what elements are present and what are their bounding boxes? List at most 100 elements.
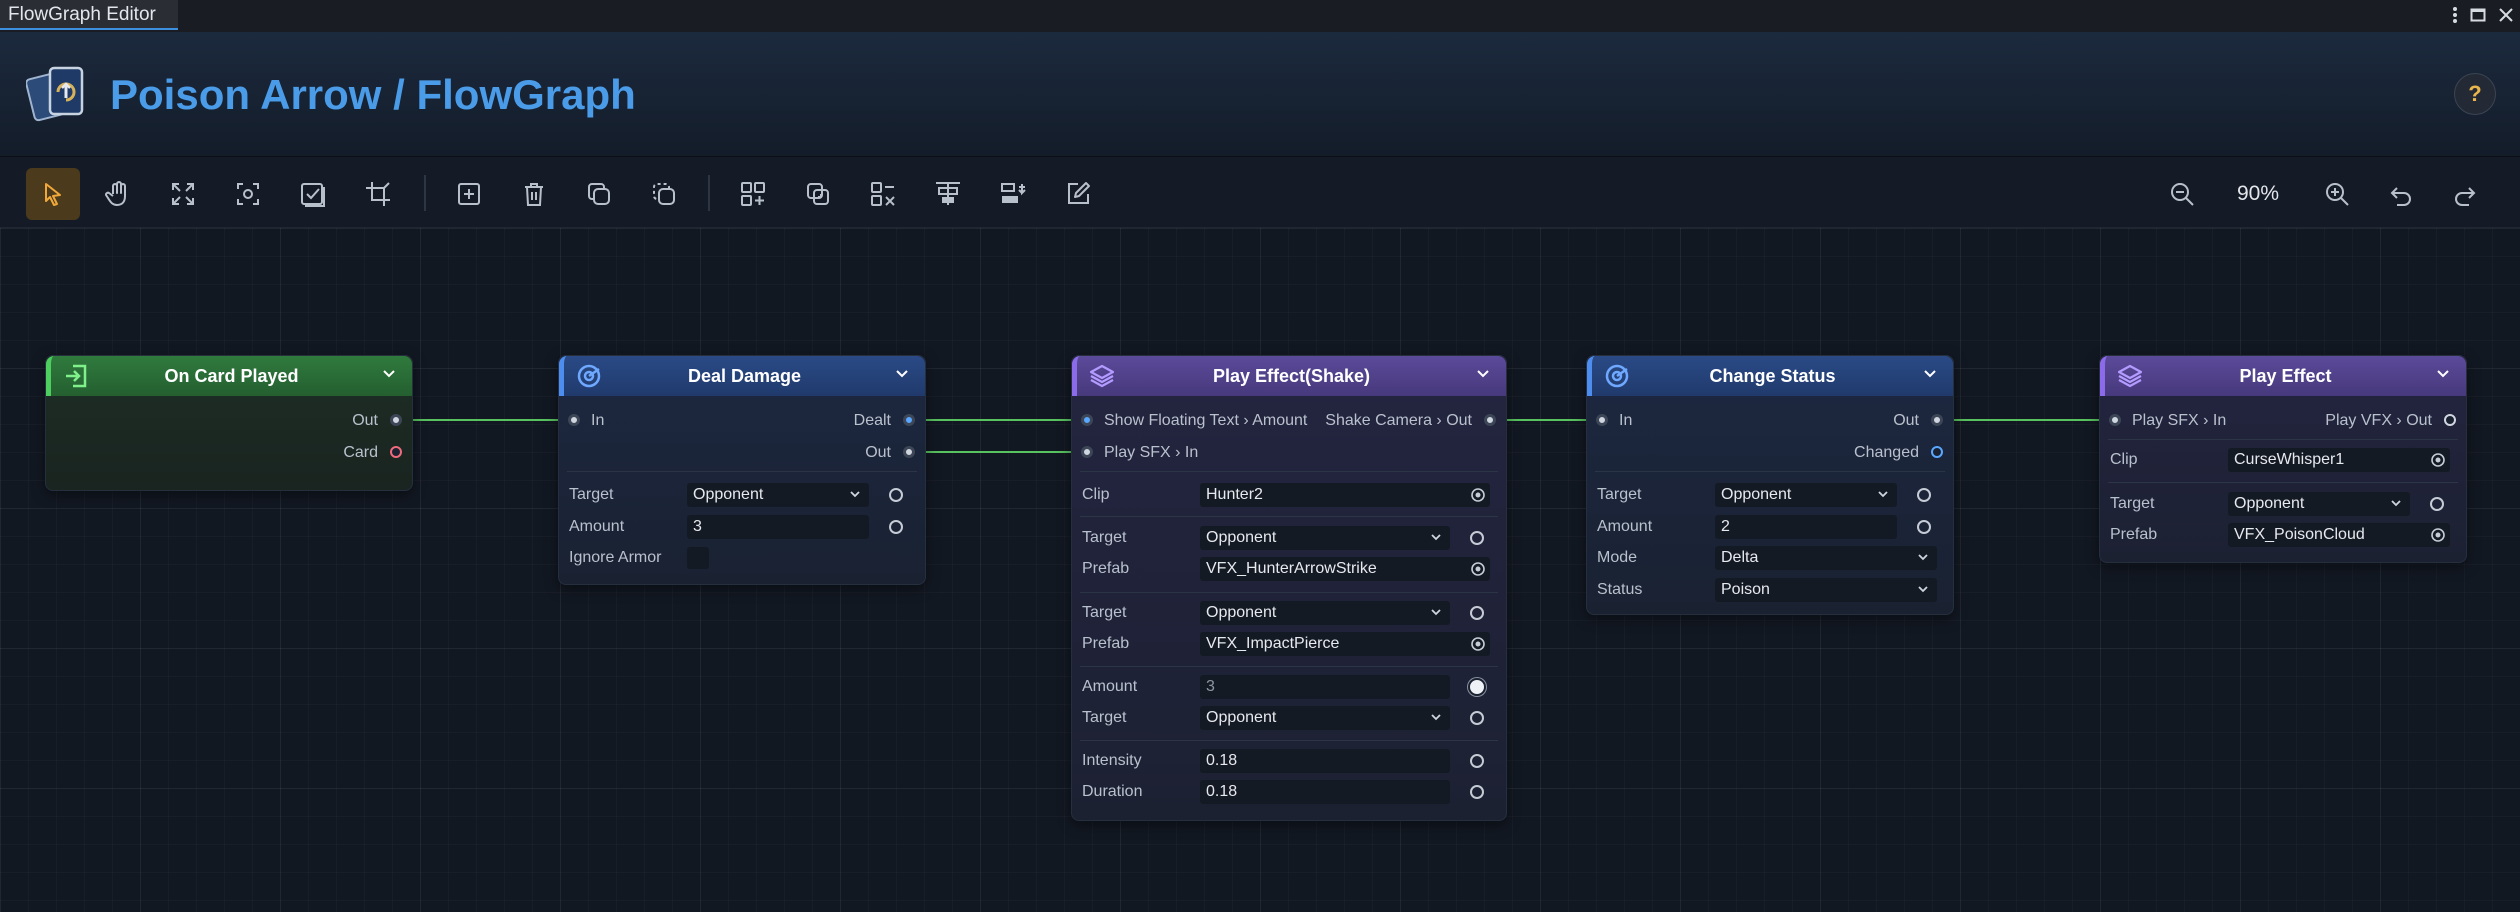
focus-icon — [237, 183, 259, 205]
node-header[interactable]: Deal Damage — [559, 356, 925, 396]
port-dealt[interactable] — [903, 414, 915, 426]
object-picker-icon[interactable] — [2430, 527, 2446, 543]
clip-field[interactable]: CurseWhisper1 — [2228, 448, 2450, 472]
maximize-icon[interactable] — [2470, 7, 2486, 23]
node-play-effect-shake[interactable]: Play Effect(Shake) Show Floating Text › … — [1071, 355, 1507, 821]
distribute-button[interactable] — [986, 168, 1040, 220]
fit-view-button[interactable] — [156, 168, 210, 220]
prefab-field[interactable]: VFX_ImpactPierce — [1200, 632, 1490, 656]
chevron-down-icon[interactable] — [1923, 369, 1937, 379]
duration-input[interactable]: 0.18 — [1200, 780, 1450, 804]
connected-port-indicator[interactable] — [1470, 680, 1484, 694]
expose-port-toggle[interactable] — [889, 488, 903, 502]
target-select[interactable]: Opponent — [1715, 483, 1897, 507]
expose-port-toggle[interactable] — [1470, 531, 1484, 545]
amount-input[interactable]: 2 — [1715, 515, 1897, 539]
select-tool-button[interactable] — [26, 168, 80, 220]
chevron-down-icon[interactable] — [895, 369, 909, 379]
port-out[interactable] — [1931, 414, 1943, 426]
zoom-in-button[interactable] — [2310, 168, 2364, 220]
align-button[interactable] — [921, 168, 975, 220]
target-select[interactable]: Opponent — [1200, 601, 1450, 625]
chevron-down-icon[interactable] — [1476, 369, 1490, 379]
node-title: On Card Played — [164, 366, 299, 386]
intensity-input[interactable]: 0.18 — [1200, 749, 1450, 773]
port-card[interactable] — [390, 446, 402, 458]
amount-input[interactable]: 3 — [687, 515, 869, 539]
port-shake-camera-out[interactable] — [1484, 414, 1496, 426]
port-out[interactable] — [903, 446, 915, 458]
close-icon[interactable] — [2498, 7, 2514, 23]
expose-port-toggle[interactable] — [1470, 711, 1484, 725]
chevron-down-icon[interactable] — [382, 369, 396, 379]
port-play-vfx-out[interactable] — [2444, 414, 2456, 426]
expose-port-toggle[interactable] — [889, 520, 903, 534]
duplicate-button[interactable] — [572, 168, 626, 220]
amount-input[interactable]: 3 — [1200, 675, 1450, 699]
add-node-button[interactable] — [442, 168, 496, 220]
clip-field[interactable]: Hunter2 — [1200, 483, 1490, 507]
object-picker-icon[interactable] — [1470, 636, 1486, 652]
target-select[interactable]: Opponent — [1200, 526, 1450, 550]
delete-button[interactable] — [507, 168, 561, 220]
redo-button[interactable] — [2438, 168, 2492, 220]
combine-button[interactable] — [791, 168, 845, 220]
node-deal-damage[interactable]: Deal Damage In Dealt Out Target Opponent… — [558, 355, 926, 585]
node-header[interactable]: Change Status — [1587, 356, 1953, 396]
tab-flowgraph-editor[interactable]: FlowGraph Editor — [0, 0, 178, 30]
target-select[interactable]: Opponent — [1200, 706, 1450, 730]
port-show-floating-text-amount[interactable] — [1081, 414, 1093, 426]
undo-button[interactable] — [2374, 168, 2428, 220]
expose-port-toggle[interactable] — [2430, 497, 2444, 511]
focus-selection-button[interactable] — [221, 168, 275, 220]
node-header[interactable]: On Card Played — [46, 356, 412, 396]
prefab-field[interactable]: VFX_HunterArrowStrike — [1200, 557, 1490, 581]
help-button[interactable]: ? — [2454, 73, 2496, 115]
field-prefab: Prefab VFX_PoisonCloud — [2100, 521, 2466, 549]
field-label: Amount — [1082, 678, 1138, 695]
crop-button[interactable] — [351, 168, 405, 220]
target-select[interactable]: Opponent — [2228, 492, 2410, 516]
field-value: Delta — [1721, 549, 1759, 566]
hand-icon — [105, 181, 126, 206]
mode-select[interactable]: Delta — [1715, 546, 1937, 570]
status-select[interactable]: Poison — [1715, 578, 1937, 602]
ungroup-button[interactable] — [856, 168, 910, 220]
port-changed[interactable] — [1931, 446, 1943, 458]
crop-icon — [366, 182, 390, 206]
target-select[interactable]: Opponent — [687, 483, 869, 507]
expose-port-toggle[interactable] — [1917, 520, 1931, 534]
select-all-button[interactable] — [286, 168, 340, 220]
chevron-down-icon[interactable] — [2436, 369, 2450, 379]
expose-port-toggle[interactable] — [1470, 754, 1484, 768]
node-header[interactable]: Play Effect(Shake) — [1072, 356, 1506, 396]
ignore-armor-checkbox[interactable] — [687, 547, 709, 569]
node-on-card-played[interactable]: On Card Played Out Card — [45, 355, 413, 491]
more-icon[interactable] — [2452, 6, 2458, 24]
zoom-level[interactable]: 90% — [2236, 182, 2280, 205]
object-picker-icon[interactable] — [2430, 452, 2446, 468]
port-play-sfx-in[interactable] — [2109, 414, 2121, 426]
node-play-effect[interactable]: Play Effect Play SFX › In Play VFX › Out… — [2099, 355, 2467, 563]
port-play-sfx-in[interactable] — [1081, 446, 1093, 458]
graph-canvas[interactable]: On Card Played Out Card Deal Damage In D… — [0, 228, 2520, 912]
field-label: Intensity — [1082, 752, 1142, 769]
object-picker-icon[interactable] — [1470, 487, 1486, 503]
node-header[interactable]: Play Effect — [2100, 356, 2466, 396]
object-picker-icon[interactable] — [1470, 561, 1486, 577]
expose-port-toggle[interactable] — [1470, 785, 1484, 799]
prefab-field[interactable]: VFX_PoisonCloud — [2228, 523, 2450, 547]
field-label: Amount — [1597, 518, 1653, 535]
edit-button[interactable] — [1051, 168, 1105, 220]
zoom-out-button[interactable] — [2155, 168, 2209, 220]
expose-port-toggle[interactable] — [1470, 606, 1484, 620]
field-label: Target — [1082, 529, 1127, 546]
expose-port-toggle[interactable] — [1917, 488, 1931, 502]
port-out[interactable] — [390, 414, 402, 426]
paste-button[interactable] — [637, 168, 691, 220]
group-nodes-button[interactable] — [726, 168, 780, 220]
port-in[interactable] — [568, 414, 580, 426]
port-in[interactable] — [1596, 414, 1608, 426]
node-change-status[interactable]: Change Status In Out Changed Target Oppo… — [1586, 355, 1954, 615]
pan-tool-button[interactable] — [91, 168, 145, 220]
